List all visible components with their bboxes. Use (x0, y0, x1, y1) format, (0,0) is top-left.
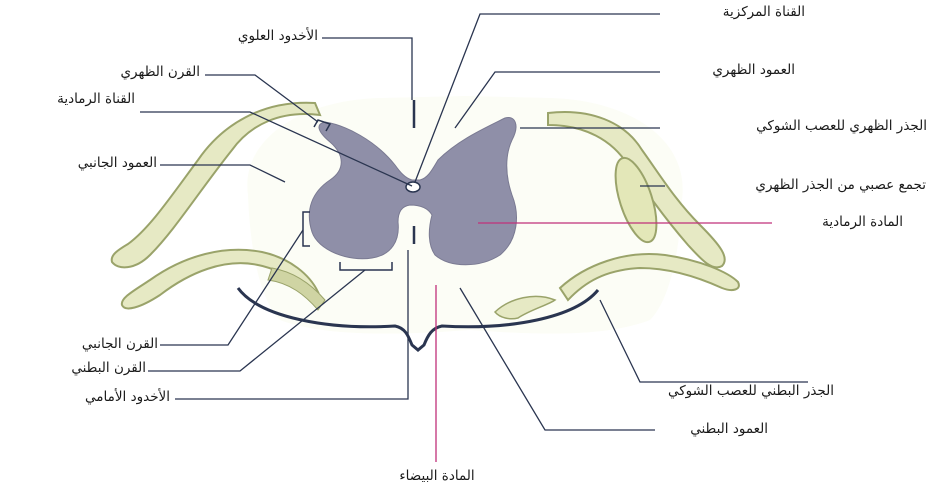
label-posterior-median-sulcus: الأخدود العلوي (188, 28, 318, 44)
label-lateral-horn: القرن الجانبي (58, 336, 158, 352)
label-ventral-column: العمود البطني (658, 421, 768, 437)
label-dorsal-root: الجذر الظهري للعصب الشوكي (665, 118, 927, 134)
label-gray-commissure: القناة الرمادية (5, 91, 135, 107)
label-lateral-column: العمود الجانبي (22, 155, 157, 171)
label-gray-matter: المادة الرمادية (775, 214, 903, 230)
label-central-canal: القناة المركزية (665, 4, 805, 20)
label-white-matter: المادة البيضاء (372, 468, 502, 484)
label-ventral-horn: القرن البطني (52, 360, 146, 376)
label-dorsal-column: العمود الظهري (665, 62, 795, 78)
central-canal-shape (406, 182, 420, 192)
label-anterior-median-fissure: الأخدود الأمامي (40, 389, 170, 405)
label-ventral-root: الجذر البطني للعصب الشوكي (578, 383, 834, 399)
label-dorsal-root-ganglion: تجمع عصبي من الجذر الظهري (668, 177, 926, 193)
leader-posterior-sulcus (322, 38, 412, 100)
label-dorsal-horn: القرن الظهري (80, 64, 200, 80)
